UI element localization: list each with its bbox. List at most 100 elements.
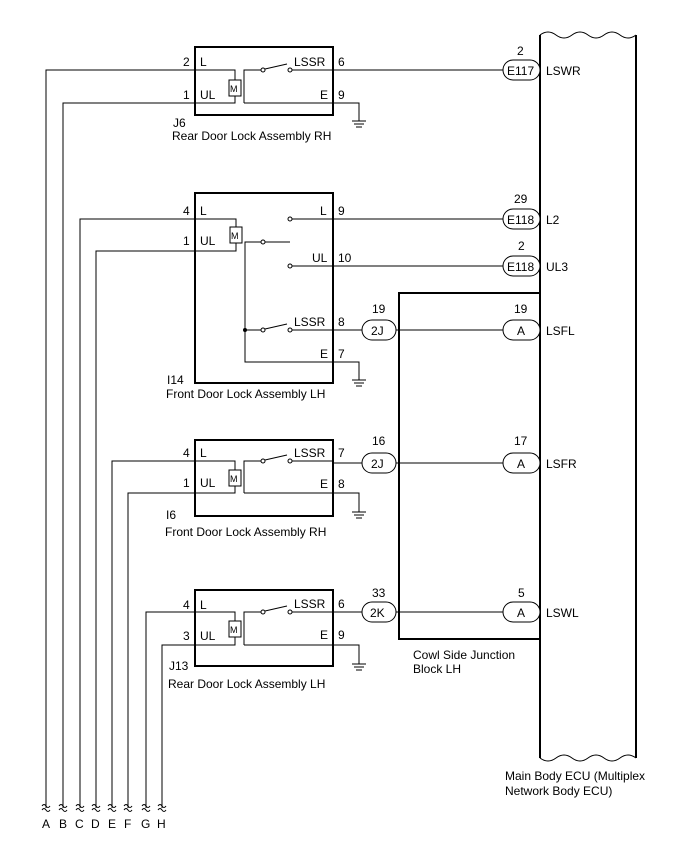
wire-letter-a: A	[42, 817, 50, 831]
connector-e118-l2-label: E118	[507, 213, 534, 227]
connector-a-lsfl: A 19 LSFL	[502, 302, 575, 341]
j13-pin-ul-number: 3	[183, 629, 190, 643]
i6-ground-icon	[352, 511, 366, 519]
ecu-signal-lswr: LSWR	[546, 64, 581, 78]
connector-2k-pin: 33	[372, 586, 386, 600]
j13-pin-ul-label: UL	[200, 629, 216, 643]
i14-pin-ul-left-number: 1	[183, 234, 190, 248]
connector-a-lswl-label: A	[517, 606, 525, 620]
connector-e118-l2-pin: 29	[514, 192, 528, 206]
wire-letter-d: D	[91, 817, 100, 831]
i6-pin-ul-number: 1	[183, 476, 190, 490]
i14-pin-l-right-label: L	[320, 204, 327, 218]
connector-e117-pin: 2	[517, 44, 524, 58]
connector-2j-mid: 2J 16	[361, 434, 397, 474]
i6-name: Front Door Lock Assembly RH	[165, 525, 326, 539]
i14-motor-label: M	[231, 231, 239, 241]
ecu-signal-l2: L2	[546, 213, 560, 227]
j13-rear-door-lock-lh: L 4 UL 3 LSSR 6 E 9 J13 Rear Door Lock A…	[168, 589, 345, 691]
wire-letter-f: F	[124, 817, 131, 831]
main-body-ecu: Main Body ECU (Multiplex Network Body EC…	[505, 31, 645, 798]
i14-pin-lssr-number: 8	[338, 315, 345, 329]
j6-pin-lssr-label: LSSR	[294, 55, 326, 69]
wire-j13-e-ground	[333, 644, 360, 664]
connector-e118-l2: E118 29 L2	[502, 192, 560, 230]
j13-pin-lssr-number: 6	[338, 597, 345, 611]
j13-pin-lssr-label: LSSR	[294, 597, 326, 611]
j13-code: J13	[169, 659, 189, 673]
j13-pin-l-label: L	[200, 598, 207, 612]
i14-pin-l-left-number: 4	[183, 204, 190, 218]
connector-2j-mid-label: 2J	[371, 457, 384, 471]
i6-pin-ul-label: UL	[200, 476, 216, 490]
connector-a-lsfl-pin: 19	[514, 302, 528, 316]
i14-pin-l-left-label: L	[200, 204, 207, 218]
junction-block-label-line1: Cowl Side Junction	[413, 648, 515, 662]
j6-pin-ul-label: UL	[200, 88, 216, 102]
wire-break-marks	[41, 804, 167, 812]
connector-e118-ul3-pin: 2	[518, 239, 525, 253]
connector-a-lsfl-label: A	[517, 324, 525, 338]
i6-motor-icon	[228, 469, 242, 487]
i6-pin-e-number: 8	[338, 477, 345, 491]
j13-motor-label: M	[230, 625, 238, 635]
i6-front-door-lock-rh: L 4 UL 1 LSSR 7 E 8 I6 Front Door Lock A…	[165, 439, 345, 539]
i6-pin-l-label: L	[200, 446, 207, 460]
j6-pin-l-label: L	[200, 55, 207, 69]
j13-pin-e-number: 9	[338, 628, 345, 642]
j13-motor-icon	[228, 620, 242, 638]
i14-pin-lssr-label: LSSR	[294, 315, 326, 329]
i14-pin-l-right-number: 9	[338, 204, 345, 218]
wire-h-to-j13-ul	[161, 644, 195, 808]
i14-pin-ul-right-number: 10	[338, 251, 352, 265]
connector-2j-top-pin: 19	[372, 302, 386, 316]
wire-letter-labels: A B C D E F G H	[42, 817, 166, 831]
wire-j6-e-ground	[333, 102, 360, 121]
wire-letter-e: E	[108, 817, 116, 831]
ecu-signal-ul3: UL3	[546, 260, 568, 274]
connector-a-lsfr-pin: 17	[514, 434, 528, 448]
i14-pin-e-label: E	[320, 347, 328, 361]
wire-i6-e-ground	[333, 492, 360, 512]
connector-2k: 2K 33	[361, 586, 397, 623]
i6-pin-lssr-label: LSSR	[294, 446, 326, 460]
wire-i14-e-ground	[333, 361, 360, 380]
i6-pin-e-label: E	[320, 477, 328, 491]
wire-b-to-j6-ul	[62, 102, 195, 808]
connector-e117-label: E117	[507, 64, 534, 78]
j6-rear-door-lock-rh: L 2 UL 1 LSSR 6 E 9 J6 Rear Door Lock As…	[172, 46, 345, 143]
j13-ground-icon	[352, 663, 366, 671]
connector-2k-label: 2K	[370, 606, 385, 620]
j6-pin-lssr-number: 6	[338, 55, 345, 69]
j6-ground-icon	[352, 120, 366, 128]
j6-pin-e-label: E	[320, 88, 328, 102]
j6-pin-l-number: 2	[183, 55, 190, 69]
ecu-label-line2: Network Body ECU)	[505, 784, 612, 798]
j6-motor-icon	[228, 79, 242, 97]
i14-code: I14	[167, 373, 184, 387]
wire-f-to-i6-ul	[127, 492, 195, 808]
connector-a-lswl: A 5 LSWL	[502, 586, 579, 623]
wire-e-to-i6-l	[111, 460, 195, 808]
connector-e118-ul3-label: E118	[507, 260, 534, 274]
connector-a-lsfr-label: A	[517, 457, 525, 471]
junction-block-label-line2: Block LH	[413, 662, 461, 676]
i14-pin-ul-right-label: UL	[312, 251, 328, 265]
connector-2j-top: 2J 19	[361, 302, 397, 341]
ecu-signal-lsfl: LSFL	[546, 324, 575, 338]
connector-2j-mid-pin: 16	[372, 434, 386, 448]
wire-letter-g: G	[141, 817, 150, 831]
i6-pin-l-number: 4	[183, 446, 190, 460]
wire-g-to-j13-l	[145, 611, 195, 808]
j6-pin-e-number: 9	[338, 88, 345, 102]
j6-code: J6	[173, 116, 186, 130]
j6-motor-label: M	[230, 84, 238, 94]
i14-motor-icon	[229, 226, 243, 244]
wire-letter-c: C	[75, 817, 84, 831]
wire-letter-b: B	[59, 817, 67, 831]
wire-c-to-i14-l	[79, 218, 195, 808]
ecu-label-line1: Main Body ECU (Multiplex	[505, 769, 645, 783]
wire-letter-h: H	[157, 817, 166, 831]
wire-d-to-i14-ul	[95, 250, 195, 808]
i6-motor-label: M	[230, 474, 238, 484]
